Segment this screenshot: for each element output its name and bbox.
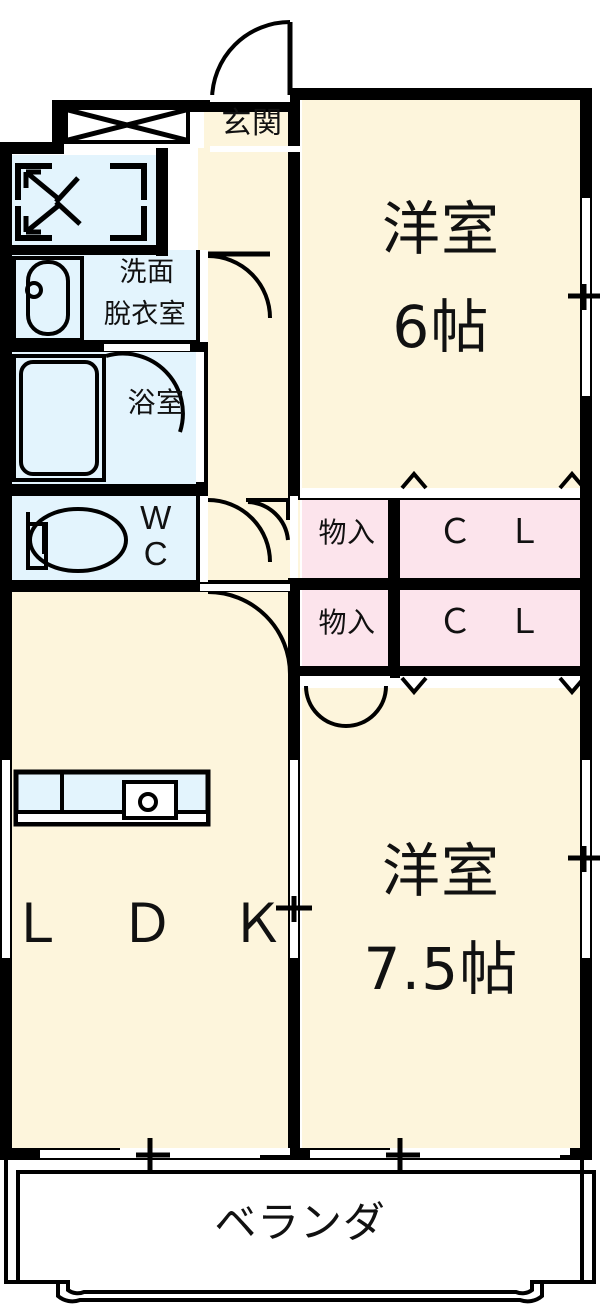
- room-ldk-fill: [10, 592, 298, 1160]
- wall-hall-right-upper: [288, 148, 300, 500]
- room-bedroom-north-fill: [302, 100, 580, 490]
- entrance-door-icon: [210, 20, 293, 101]
- label-bedroom-north-name: 洋室: [381, 195, 501, 263]
- label-washroom-line2: 脫衣室: [103, 299, 187, 330]
- label-bedroom-north-size: 6帖: [392, 293, 490, 361]
- wall-hall-bottom-stub: [196, 580, 300, 592]
- label-entrance: 玄関: [221, 106, 283, 141]
- hall-fill: [198, 148, 300, 498]
- room-washroom-fill-upper: [10, 155, 158, 250]
- label-ldk: Ｌ Ｄ Ｋ: [10, 894, 286, 954]
- wall-bedroom-south-top: [288, 666, 592, 678]
- wall-washroom-bath-divider: [0, 340, 208, 352]
- wall-bath-toilet-divider: [0, 484, 208, 496]
- label-bedroom-south-name: 洋室: [381, 837, 501, 905]
- wall-bedroom-north-bottom: [288, 488, 592, 500]
- label-washroom-line1: 洗面: [119, 257, 175, 288]
- wall-washroom-bottom: [0, 245, 168, 255]
- label-toilet-line2: C: [143, 535, 169, 572]
- wall-left-notch: [0, 142, 64, 154]
- label-closet-upper: Ｃ Ｌ: [437, 512, 543, 552]
- closet-lower-fill: [400, 590, 580, 668]
- label-closet-lower: Ｃ Ｌ: [437, 602, 543, 642]
- label-storage-lower: 物入: [318, 606, 376, 639]
- wall-left-main: [0, 142, 12, 1160]
- wall-toilet-right: [196, 496, 208, 584]
- label-toilet-line1: W: [140, 499, 172, 536]
- label-bath: 浴室: [127, 386, 185, 419]
- wall-right-main: [580, 88, 592, 1160]
- wall-storage-middle-horizontal: [288, 578, 592, 590]
- wall-top-entrance-cap: [288, 88, 300, 148]
- label-balcony: ベランダ: [214, 1198, 386, 1247]
- room-bedroom-south-fill: [302, 688, 580, 1160]
- shoe-cabinet-icon: [64, 106, 190, 144]
- closet-upper-fill: [400, 500, 580, 578]
- storage-upper-fill: [302, 500, 392, 578]
- wall-top-right: [290, 88, 580, 100]
- label-storage-upper: 物入: [318, 516, 376, 549]
- wall-left-upper-stub: [52, 100, 64, 148]
- wall-toilet-bottom: [0, 580, 208, 592]
- storage-lower-fill: [302, 590, 392, 668]
- label-bedroom-south-size: 7.5帖: [363, 935, 519, 1003]
- wall-hall-left-upper: [156, 148, 168, 256]
- hall-fill-2: [198, 498, 300, 588]
